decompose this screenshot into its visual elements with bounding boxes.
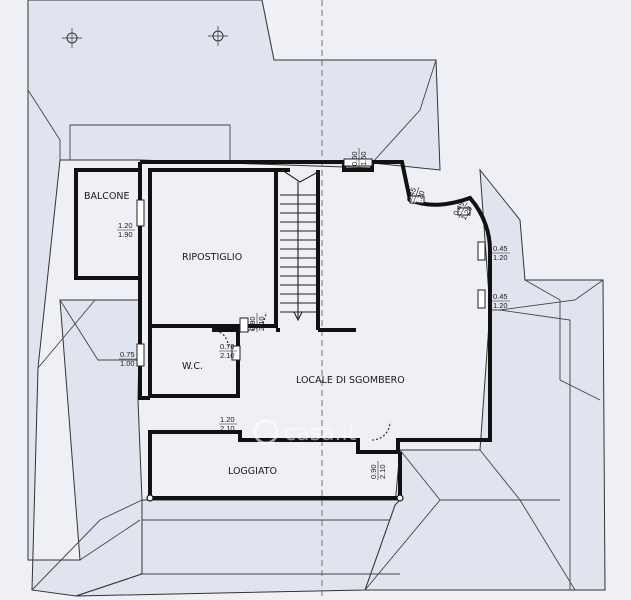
roof-areas: [27, 0, 606, 597]
dim-right-window-1: 0.45 1.20: [492, 244, 510, 262]
svg-text:0.80: 0.80: [248, 316, 257, 331]
casa-logo-icon: casa.it: [253, 419, 357, 446]
svg-text:0.45: 0.45: [493, 244, 508, 253]
stair: [280, 169, 319, 322]
svg-text:2.10: 2.10: [220, 424, 235, 433]
circle-mark-icon: [62, 26, 228, 48]
svg-text:0.75: 0.75: [120, 350, 135, 359]
svg-text:1.50: 1.50: [359, 151, 368, 166]
dim-wc-door: 0.70 2.10: [219, 342, 237, 360]
svg-text:1.90: 1.90: [118, 230, 133, 239]
roof-left: [27, 0, 441, 597]
svg-text:1.20: 1.20: [118, 221, 133, 230]
door-swings: [211, 311, 391, 441]
svg-text:0.45: 0.45: [493, 292, 508, 301]
svg-text:2.10: 2.10: [220, 351, 235, 360]
dim-rip-door: 0.80 2.10: [248, 313, 266, 332]
room-label-locale: LOCALE DI SGOMBERO: [296, 375, 405, 386]
loggiato-columns: [146, 494, 404, 502]
svg-text:1.20: 1.20: [220, 415, 235, 424]
room-label-ripostiglio: RIPOSTIGLIO: [182, 252, 242, 263]
svg-text:1.00: 1.00: [120, 359, 135, 368]
watermark-text: casa.it: [284, 421, 357, 446]
svg-text:2.10: 2.10: [378, 464, 387, 479]
dim-wc-window: 0.75 1.00: [119, 350, 137, 368]
dim-balcone-window: 1.20 1.90: [117, 221, 135, 239]
dim-bottom-door: 0.90 2.10: [369, 461, 387, 480]
svg-text:0.70: 0.70: [220, 342, 235, 351]
room-label-loggiato: LOGGIATO: [228, 466, 277, 477]
dim-right-window-2: 0.45 1.20: [492, 292, 510, 310]
svg-text:0.90: 0.90: [369, 464, 378, 479]
dim-top-window: 0.60 1.50: [350, 148, 368, 167]
svg-text:1.20: 1.20: [493, 253, 508, 262]
svg-text:0.60: 0.60: [350, 151, 359, 166]
svg-text:2.10: 2.10: [257, 316, 266, 331]
roof-ridges: [27, 0, 604, 591]
svg-text:1.20: 1.20: [493, 301, 508, 310]
window-marks: [136, 158, 486, 367]
room-label-balcone: BALCONE: [84, 191, 130, 202]
room-label-wc: W.C.: [182, 361, 203, 372]
dim-loggiato-door: 1.20 2.10: [219, 415, 237, 433]
